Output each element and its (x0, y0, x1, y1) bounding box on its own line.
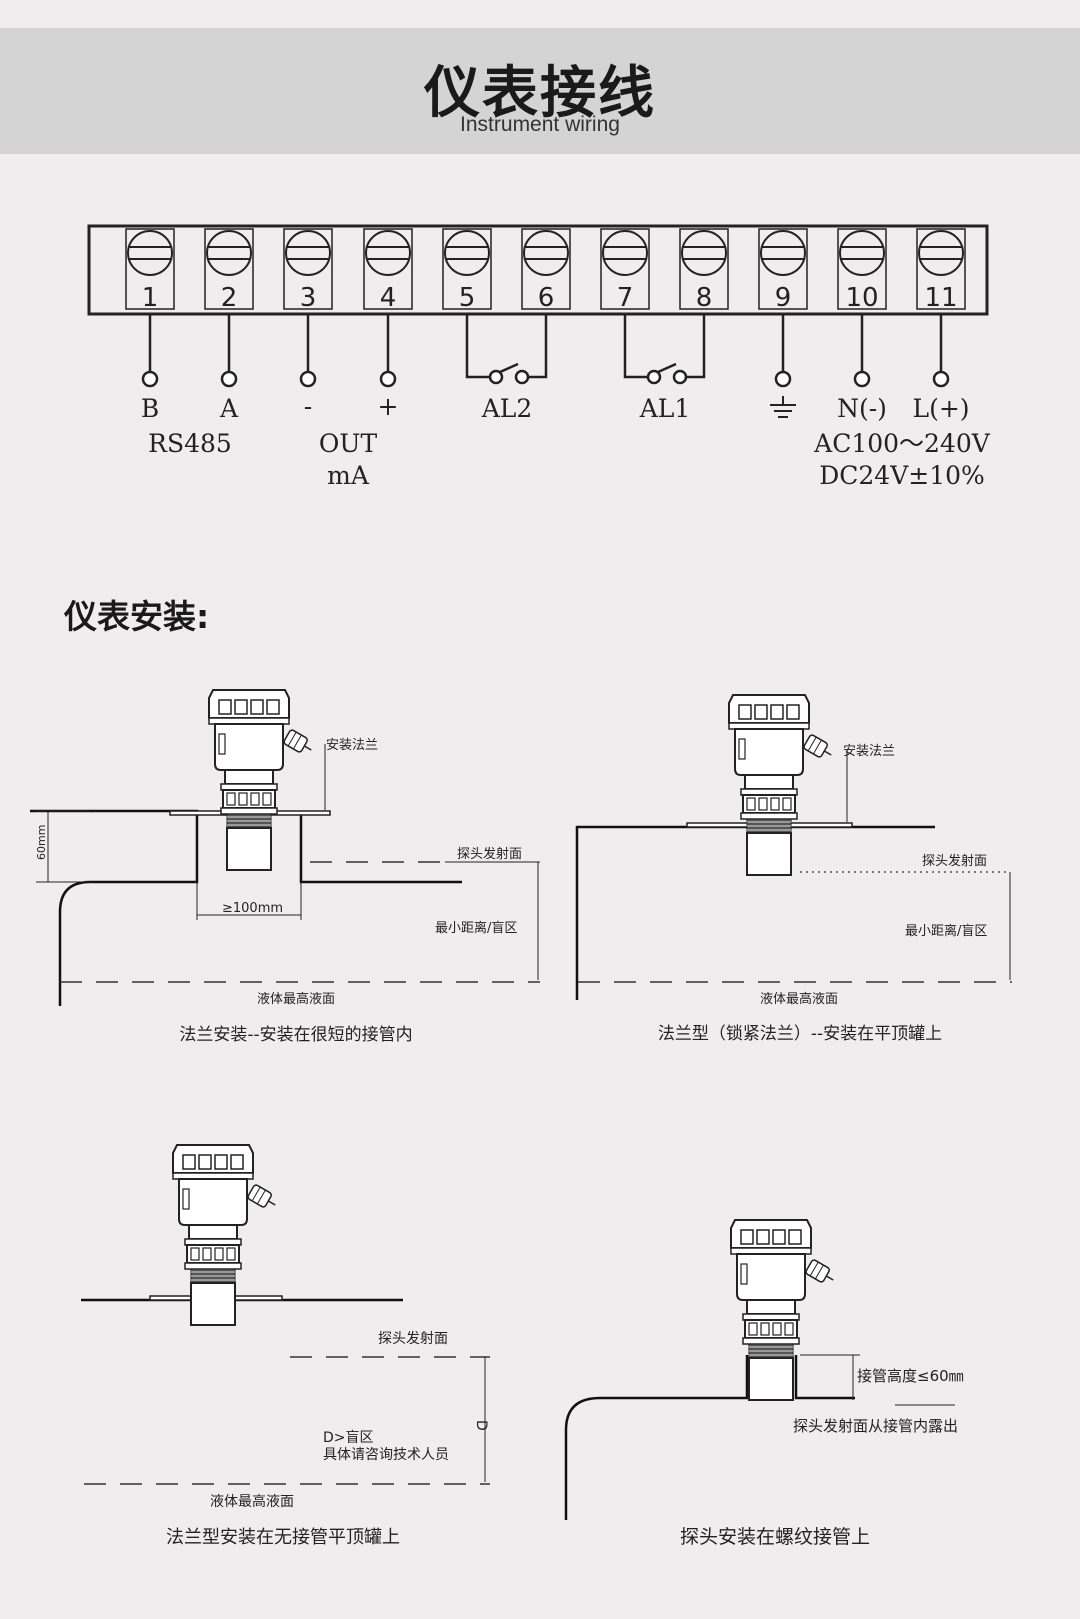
terminal-number: 9 (775, 283, 792, 313)
d2-flange-label: 安装法兰 (843, 744, 895, 759)
wiring-labels: B A - + AL2 AL1 N(-) L(+) RS485 OUT mA A… (141, 392, 991, 490)
d1-height-label: 60mm (35, 825, 48, 860)
d4-caption: 探头安装在螺纹接管上 (680, 1526, 870, 1548)
terminal-number: 11 (924, 283, 957, 313)
label-n: N(-) (837, 394, 887, 423)
terminal-number: 1 (142, 283, 159, 313)
terminal-number: 6 (538, 283, 555, 313)
label-al1: AL1 (639, 394, 691, 423)
d1-width-label: ≥100mm (222, 901, 283, 916)
label-ac: AC100～240V (813, 429, 991, 458)
install-diagram-1: 安装法兰 探头发射面 最小距离/盲区 液体最高液面 ≥100mm 60mm 法兰… (30, 689, 540, 1045)
install-diagram-2: 安装法兰 探头发射面 最小距离/盲区 液体最高液面 法兰型（锁紧法兰）--安装在… (575, 694, 1012, 1044)
d2-caption: 法兰型（锁紧法兰）--安装在平顶罐上 (658, 1024, 942, 1044)
d3-d-label: D (473, 1420, 489, 1431)
ground-icon (770, 396, 796, 418)
d3-note-2: 具体请咨询技术人员 (323, 1447, 449, 1463)
label-out: OUT (319, 429, 378, 458)
label-dc: DC24V±10% (819, 461, 985, 490)
terminal-number: 10 (845, 283, 878, 313)
d1-min-dist-label: 最小距离/盲区 (435, 920, 517, 936)
terminal-number: 8 (696, 283, 713, 313)
d3-max-level-label: 液体最高液面 (210, 1493, 294, 1510)
install-diagram-3: 探头发射面 D>盲区 具体请咨询技术人员 液体最高液面 D 法兰型安装在无接管平… (81, 1144, 490, 1548)
d3-note-1: D>盲区 (323, 1429, 374, 1446)
label-minus: - (304, 392, 312, 421)
d1-flange-label: 安装法兰 (326, 738, 378, 753)
label-al2: AL2 (481, 394, 533, 423)
label-a: A (219, 394, 239, 423)
install-diagram-4: 接管高度≤60㎜ 探头发射面从接管内露出 探头安装在螺纹接管上 (564, 1219, 964, 1548)
d1-caption: 法兰安装--安装在很短的接管内 (179, 1025, 412, 1045)
terminal-number: 2 (221, 283, 238, 313)
label-rs485: RS485 (148, 429, 232, 458)
d2-min-dist-label: 最小距离/盲区 (905, 923, 987, 939)
terminal-number: 4 (380, 283, 397, 313)
d1-probe-face-label: 探头发射面 (457, 846, 522, 862)
d2-probe-face-label: 探头发射面 (922, 853, 987, 869)
install-section-title: 仪表安装: (64, 597, 210, 636)
terminal-number: 5 (459, 283, 476, 313)
page-subtitle: Instrument wiring (460, 113, 620, 136)
header-banner: 仪表接线 Instrument wiring (0, 28, 1080, 154)
label-plus: + (378, 392, 399, 421)
terminal-block (87, 224, 989, 316)
d4-exposed-label: 探头发射面从接管内露出 (793, 1417, 958, 1435)
d1-max-level-label: 液体最高液面 (257, 991, 335, 1007)
label-ma: mA (327, 461, 370, 490)
d2-max-level-label: 液体最高液面 (760, 991, 838, 1007)
page-title: 仪表接线 (424, 61, 656, 126)
d3-caption: 法兰型安装在无接管平顶罐上 (166, 1527, 400, 1548)
terminal-number: 7 (617, 283, 634, 313)
label-b: B (141, 394, 159, 423)
label-l: L(+) (912, 394, 969, 423)
wires (141, 314, 950, 388)
terminal-numbers: 1 2 3 4 5 6 7 8 9 10 11 (142, 283, 958, 313)
d3-probe-face-label: 探头发射面 (378, 1331, 448, 1347)
terminal-number: 3 (300, 283, 317, 313)
d4-nozzle-height-label: 接管高度≤60㎜ (857, 1367, 964, 1385)
